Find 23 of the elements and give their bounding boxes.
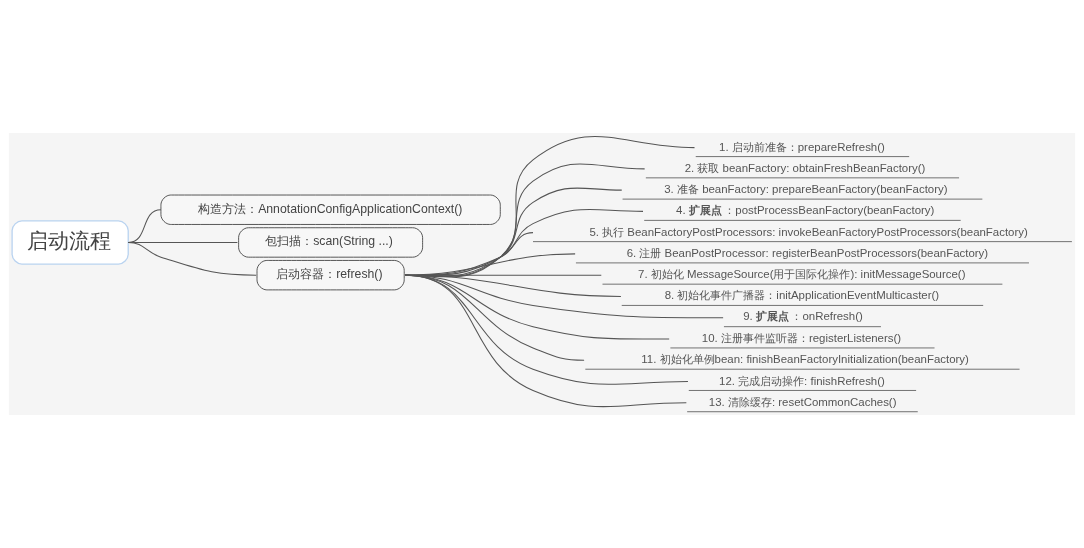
node-text: 13. 清除缓存: resetCommonCaches() [708,395,897,408]
node-text: 3. 准备 beanFactory: prepareBeanFactory(beanFactory) [664,183,948,196]
node-text: 8. 初始化事件广播器：initApplicationEventMulticaster() [664,289,940,302]
connector [404,208,644,276]
connector [404,135,696,278]
node-box: 包扫描：scan(String ...) [238,227,424,258]
node-text: 2. 获取 beanFactory: obtainFreshBeanFactory() [684,161,926,174]
connector [127,241,257,276]
node-box: 启动流程 [11,220,129,265]
node-text: 5. 执行 BeanFactoryPostProcessors: invokeBeanFactoryPostProcessors(beanFactory) [589,225,1028,238]
node-text: 11. 初始化单例bean: finishBeanFactoryInitialization(beanFactory) [641,353,969,366]
node-text: 10. 注册事件监听器：registerListeners() [701,331,902,344]
node-text: 1. 启动前准备：prepareRefresh() [719,140,885,153]
node-text: 9. 扩展点：onRefresh() [743,309,863,322]
node-box: 启动容器：refresh() [256,260,405,291]
node-text: 12. 完成启动操作: finishRefresh() [719,374,885,387]
node-text: 7. 初始化 MessageSource(用于国际化操作): initMessageSource() [638,268,966,281]
connector [404,163,646,278]
connector [404,274,687,408]
node-box: 构造方法：AnnotationConfigApplicationContext() [160,194,501,225]
connector [404,187,623,277]
node-text: 4. 扩展点：postProcessBeanFactory(beanFactory) [676,203,935,216]
node-text: 6. 注册 BeanPostProcessor: registerBeanPostProcessors(beanFactory) [626,246,989,259]
